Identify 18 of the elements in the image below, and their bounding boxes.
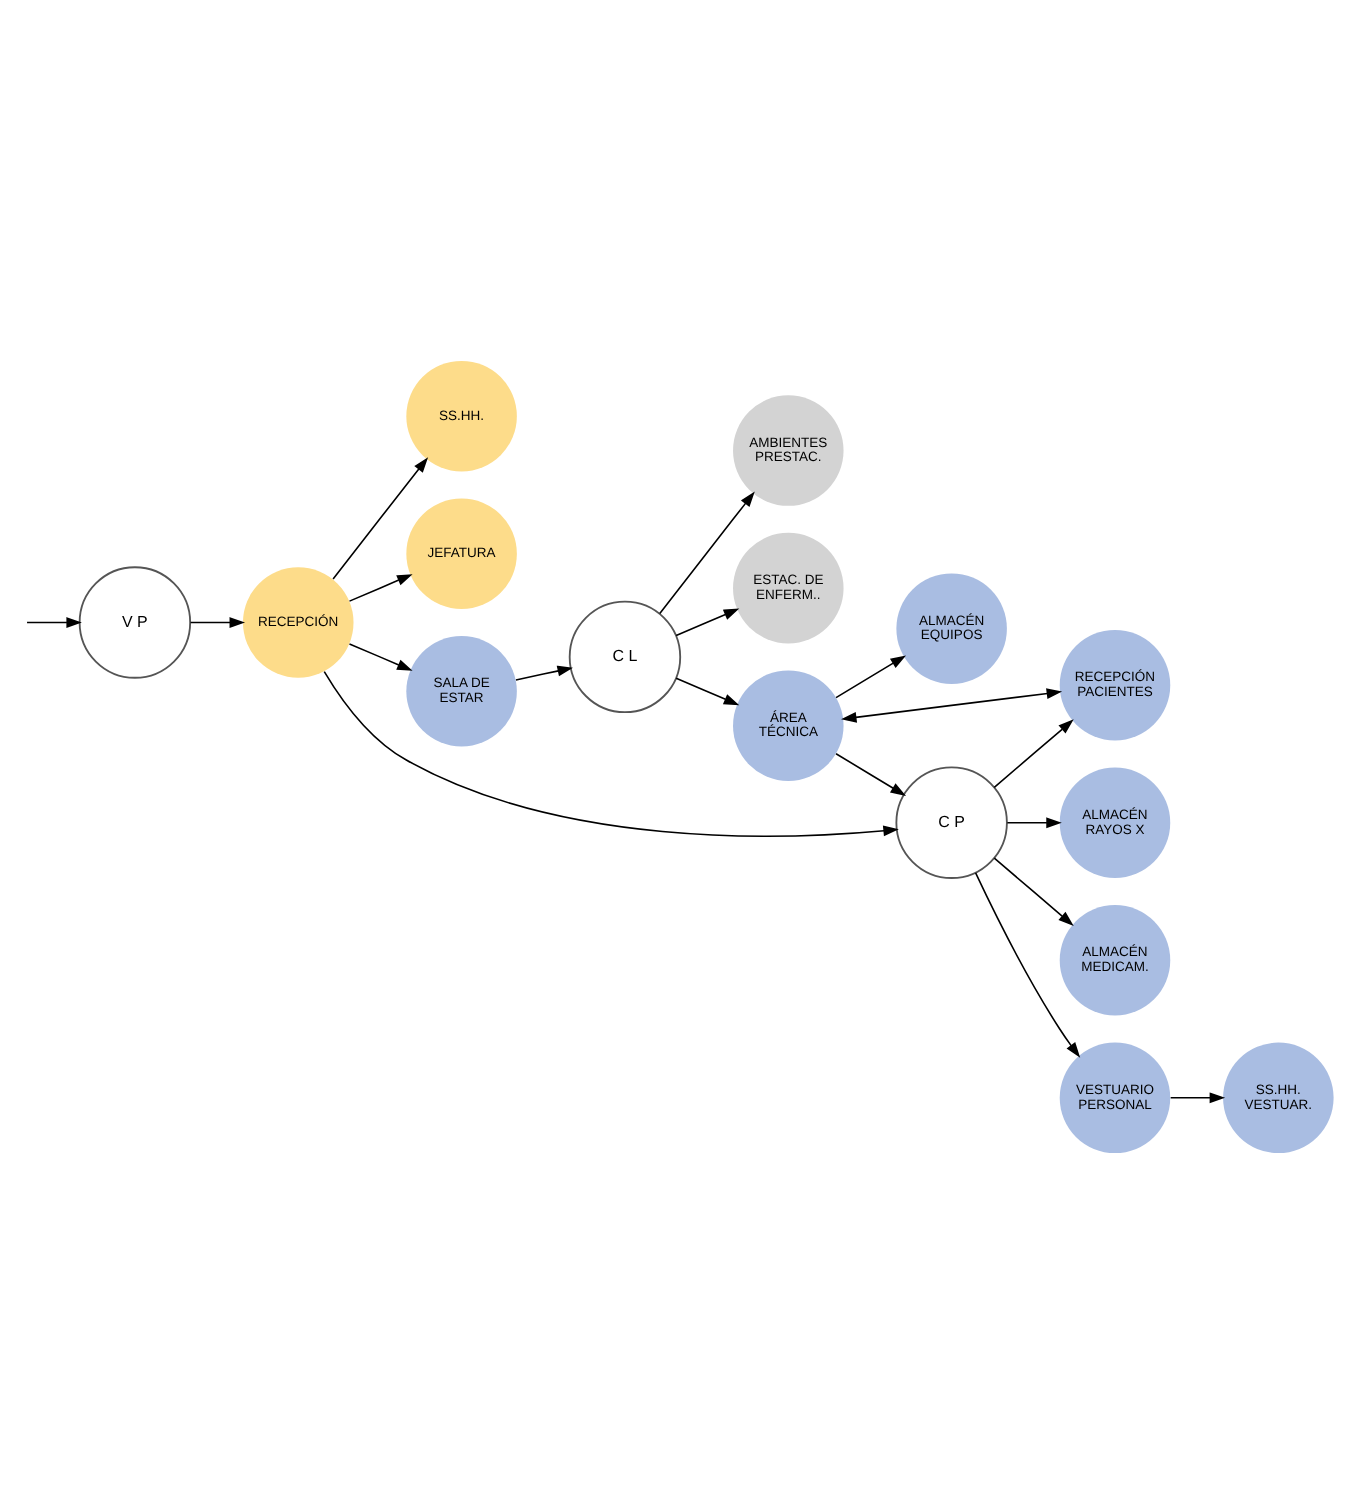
arrow — [835, 751, 907, 795]
arrow — [348, 573, 413, 601]
arrow — [189, 616, 246, 627]
arrow — [841, 687, 1063, 722]
arrow — [332, 456, 429, 579]
arrow — [515, 664, 573, 680]
arrow — [835, 654, 907, 698]
arrow — [993, 856, 1074, 926]
arrow — [348, 642, 413, 670]
arrow — [675, 676, 740, 705]
arrow — [974, 871, 1081, 1057]
arrow — [323, 669, 899, 836]
arrow — [1169, 1091, 1226, 1103]
arrow — [26, 616, 82, 627]
arrow — [1006, 816, 1062, 828]
arrow — [993, 718, 1074, 788]
arrow — [659, 490, 755, 614]
arrow — [675, 607, 740, 636]
